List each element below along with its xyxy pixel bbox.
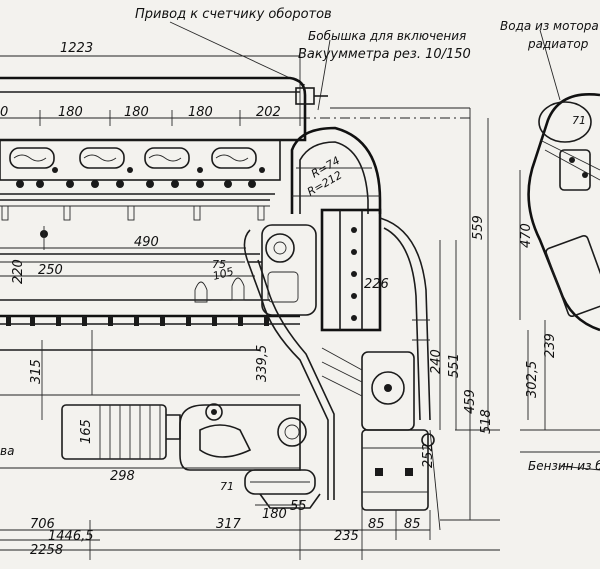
dim-250: 250 (38, 263, 63, 278)
dim-252: 252 (421, 443, 436, 468)
dim-298: 298 (110, 469, 135, 484)
dim-339-5: 339,5 (255, 345, 270, 382)
annotation-labels: Привод к счетчику оборотов Бобышка для в… (0, 7, 600, 473)
magneto (321, 347, 435, 511)
dim-180-b: 180 (124, 105, 149, 120)
dim-226: 226 (364, 277, 389, 292)
tach-drive-label: Привод к счетчику оборотов (135, 7, 332, 22)
dim-490: 490 (134, 235, 159, 250)
carburettor (243, 224, 335, 500)
right-vertical-dims (429, 108, 500, 531)
dim-180-d: 180 (262, 507, 287, 522)
end-view (519, 93, 600, 453)
boss-label-line2: Вакуумметра рез. 10/150 (298, 47, 471, 62)
bottom-dimension-lines (0, 467, 500, 560)
dim-202: 202 (256, 105, 281, 120)
left-edge-label: ва (0, 444, 14, 458)
dim-180-c: 180 (188, 105, 213, 120)
dim-235: 235 (334, 529, 359, 544)
dim-55: 55 (290, 499, 307, 514)
dim-165: 165 (79, 419, 94, 444)
dim-1446-5: 1446,5 (48, 529, 94, 544)
water-label-line2: радиатор (527, 37, 589, 51)
water-label-line1: Вода из мотора в (500, 19, 600, 33)
dim-220: 220 (11, 259, 26, 284)
dim-706: 706 (30, 517, 55, 532)
dim-240: 240 (429, 349, 444, 374)
water-elbow (290, 126, 382, 214)
dim-71-a: 71 (220, 480, 234, 493)
crankcase-flange (0, 277, 300, 326)
crankcase-lower (0, 330, 300, 420)
dim-551: 551 (447, 353, 462, 378)
oil-filter (61, 404, 181, 460)
dim-317: 317 (216, 517, 242, 532)
dim-315: 315 (29, 359, 44, 384)
cylinder-head (0, 76, 328, 181)
dim-85-b: 85 (404, 517, 421, 532)
dim-1223: 1223 (60, 41, 93, 56)
dim-459: 459 (463, 389, 478, 414)
dim-71-b: 71 (572, 114, 586, 127)
top-dimension-lines (0, 48, 470, 126)
dim-85-a: 85 (368, 517, 385, 532)
boss-label-line1: Бобышка для включения (308, 29, 466, 43)
cylinder-block (0, 199, 270, 301)
annotation-leaders (169, 21, 600, 471)
coolant-pump-stack (320, 208, 431, 421)
dim-559: 559 (471, 215, 486, 240)
dim-518: 518 (479, 409, 494, 434)
fuel-label: Бензин из ба (528, 459, 600, 473)
dim-239: 239 (543, 333, 558, 358)
dim-470: 470 (519, 223, 534, 248)
exhaust-ports (9, 147, 257, 169)
dim-0: 0 (0, 105, 8, 120)
dim-180-a: 180 (58, 105, 83, 120)
dim-302-5: 302,5 (525, 361, 540, 398)
dim-105: 105 (211, 265, 235, 283)
dim-2258: 2258 (30, 543, 63, 558)
dim-75: 75 (212, 258, 226, 271)
head-bolts (0, 167, 275, 195)
accessory-pumps (179, 403, 321, 509)
